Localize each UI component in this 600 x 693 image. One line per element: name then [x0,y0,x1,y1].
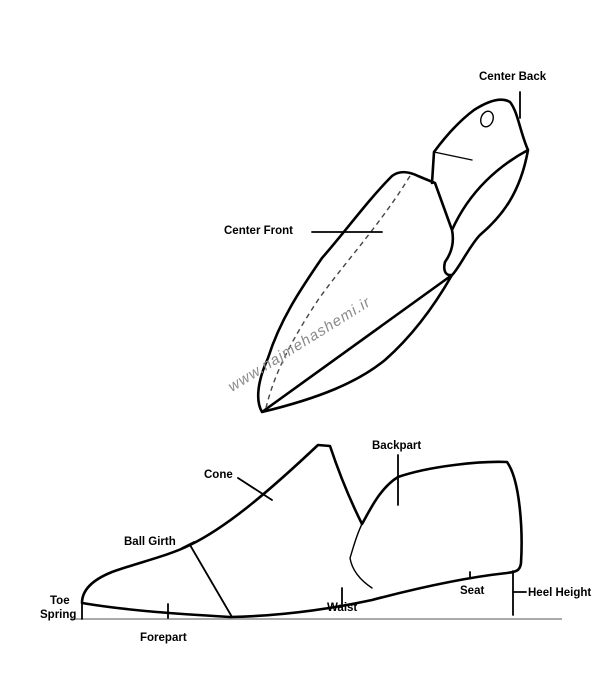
top-last-outline [256,98,530,414]
cone-leader [237,477,273,501]
center-front-label: Center Front [224,225,293,237]
thimble-hole [480,110,494,128]
vamp-line [349,523,373,589]
ball-girth-label: Ball Girth [124,536,176,548]
seat-label: Seat [460,585,484,597]
center-line-dashed [265,175,411,409]
toe-label: Toe [50,595,70,607]
ball-girth-line [189,544,233,618]
forepart-label: Forepart [140,632,187,644]
top-last-view: Center Back Center Front [224,71,547,414]
cone-label: Cone [204,469,233,481]
heel-height-label: Heel Height [528,587,591,599]
center-back-label: Center Back [479,71,547,83]
spring-label: Spring [40,609,76,621]
side-last-outline [80,443,523,619]
waist-label: Waist [327,602,357,614]
ball-girth-tick [181,541,195,549]
backpart-label: Backpart [372,440,421,452]
top-back-comb [433,98,506,161]
side-last-view: Cone Backpart Ball Girth Toe Spring Fore… [40,440,591,644]
